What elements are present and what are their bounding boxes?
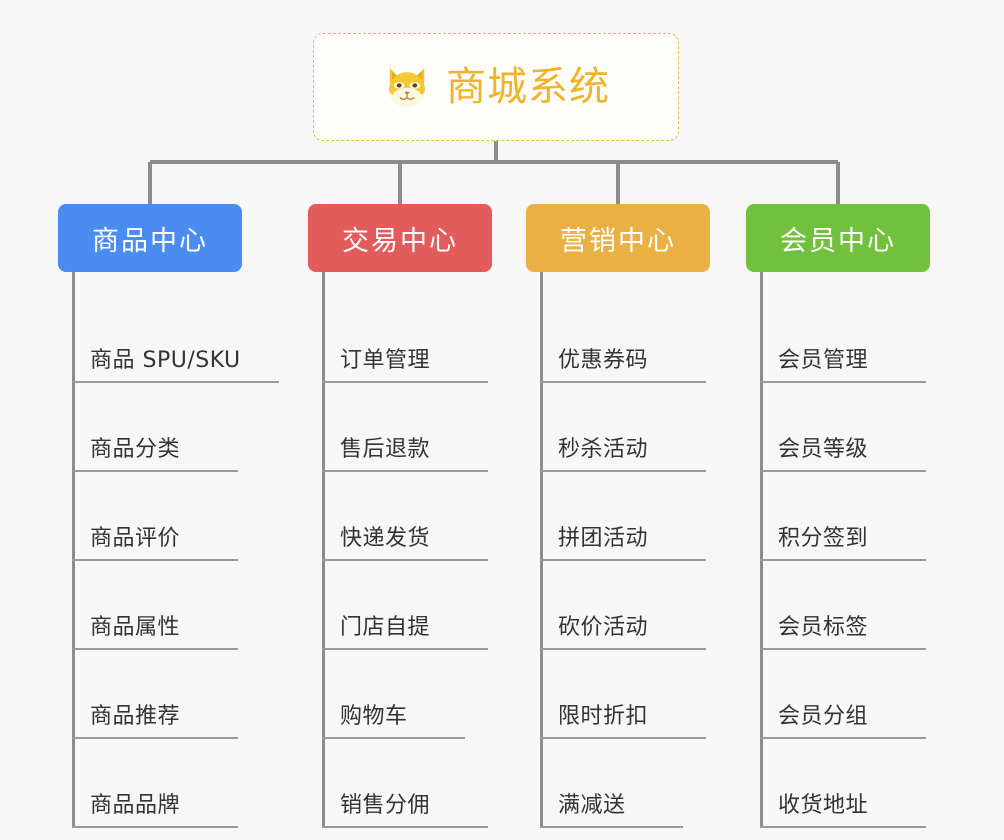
leaf-item[interactable]: 购物车 xyxy=(322,650,465,739)
leaf-item[interactable]: 拼团活动 xyxy=(540,472,706,561)
leaf-item[interactable]: 商品品牌 xyxy=(72,739,238,828)
leaf-item[interactable]: 销售分佣 xyxy=(322,739,488,828)
shiba-dog-face-icon xyxy=(389,68,425,108)
branch-label: 会员中心 xyxy=(780,225,896,257)
leaf-label: 会员标签 xyxy=(778,615,869,640)
leaf-label: 限时折扣 xyxy=(558,704,649,729)
branch-column: 交易中心订单管理售后退款快递发货门店自提购物车销售分佣 xyxy=(308,204,492,828)
leaf-item[interactable]: 秒杀活动 xyxy=(540,383,706,472)
leaf-item[interactable]: 售后退款 xyxy=(322,383,488,472)
leaf-item[interactable]: 快递发货 xyxy=(322,472,488,561)
leaf-label: 优惠券码 xyxy=(558,348,649,373)
branch-label: 营销中心 xyxy=(560,225,676,257)
branch-column: 营销中心优惠券码秒杀活动拼团活动砍价活动限时折扣满减送 xyxy=(526,204,710,828)
branch-box[interactable]: 营销中心 xyxy=(526,204,710,272)
leaf-label: 收货地址 xyxy=(778,793,869,818)
branch-label: 交易中心 xyxy=(342,225,458,257)
leaf-label: 快递发货 xyxy=(340,526,431,551)
branch-box[interactable]: 会员中心 xyxy=(746,204,930,272)
leaf-item[interactable]: 会员分组 xyxy=(760,650,926,739)
leaf-label: 会员管理 xyxy=(778,348,869,373)
leaf-spine xyxy=(540,272,543,826)
leaf-label: 商品 SPU/SKU xyxy=(90,348,241,373)
leaf-item[interactable]: 积分签到 xyxy=(760,472,926,561)
leaf-item[interactable]: 商品评价 xyxy=(72,472,238,561)
leaf-item[interactable]: 商品属性 xyxy=(72,561,238,650)
leaf-item[interactable]: 商品 SPU/SKU xyxy=(72,294,279,383)
leaf-spine xyxy=(72,272,75,826)
leaf-label: 购物车 xyxy=(340,704,408,729)
leaf-label: 拼团活动 xyxy=(558,526,649,551)
root-title: 商城系统 xyxy=(446,64,610,110)
leaf-label: 积分签到 xyxy=(778,526,869,551)
leaf-label: 会员分组 xyxy=(778,704,869,729)
leaf-item[interactable]: 商品分类 xyxy=(72,383,238,472)
leaf-spine xyxy=(322,272,325,826)
leaf-label: 商品推荐 xyxy=(90,704,181,729)
leaf-list: 商品 SPU/SKU 商品分类商品评价商品属性商品推荐商品品牌 xyxy=(58,272,279,828)
branch-column: 会员中心会员管理会员等级积分签到会员标签会员分组收货地址 xyxy=(746,204,930,828)
leaf-label: 门店自提 xyxy=(340,615,431,640)
leaf-label: 售后退款 xyxy=(340,437,431,462)
root-node-shop-system[interactable]: 商城系统 xyxy=(313,33,679,141)
leaf-item[interactable]: 会员标签 xyxy=(760,561,926,650)
leaf-item[interactable]: 会员管理 xyxy=(760,294,926,383)
leaf-item[interactable]: 优惠券码 xyxy=(540,294,706,383)
leaf-item[interactable]: 会员等级 xyxy=(760,383,926,472)
leaf-label: 销售分佣 xyxy=(340,793,431,818)
leaf-item[interactable]: 订单管理 xyxy=(322,294,488,383)
leaf-item[interactable]: 收货地址 xyxy=(760,739,926,828)
leaf-label: 商品属性 xyxy=(90,615,181,640)
leaf-label: 商品分类 xyxy=(90,437,181,462)
leaf-item[interactable]: 满减送 xyxy=(540,739,683,828)
branch-label: 商品中心 xyxy=(92,225,208,257)
leaf-list: 优惠券码秒杀活动拼团活动砍价活动限时折扣满减送 xyxy=(526,272,710,828)
leaf-item[interactable]: 砍价活动 xyxy=(540,561,706,650)
leaf-label: 满减送 xyxy=(558,793,626,818)
branch-box[interactable]: 交易中心 xyxy=(308,204,492,272)
leaf-list: 订单管理售后退款快递发货门店自提购物车销售分佣 xyxy=(308,272,492,828)
leaf-item[interactable]: 商品推荐 xyxy=(72,650,238,739)
leaf-label: 订单管理 xyxy=(340,348,431,373)
leaf-item[interactable]: 限时折扣 xyxy=(540,650,706,739)
leaf-item[interactable]: 门店自提 xyxy=(322,561,488,650)
branch-box[interactable]: 商品中心 xyxy=(58,204,242,272)
branch-column: 商品中心商品 SPU/SKU 商品分类商品评价商品属性商品推荐商品品牌 xyxy=(58,204,279,828)
leaf-label: 砍价活动 xyxy=(558,615,649,640)
leaf-label: 商品评价 xyxy=(90,526,181,551)
leaf-label: 商品品牌 xyxy=(90,793,181,818)
leaf-label: 秒杀活动 xyxy=(558,437,649,462)
leaf-spine xyxy=(760,272,763,826)
leaf-label: 会员等级 xyxy=(778,437,869,462)
leaf-list: 会员管理会员等级积分签到会员标签会员分组收货地址 xyxy=(746,272,930,828)
